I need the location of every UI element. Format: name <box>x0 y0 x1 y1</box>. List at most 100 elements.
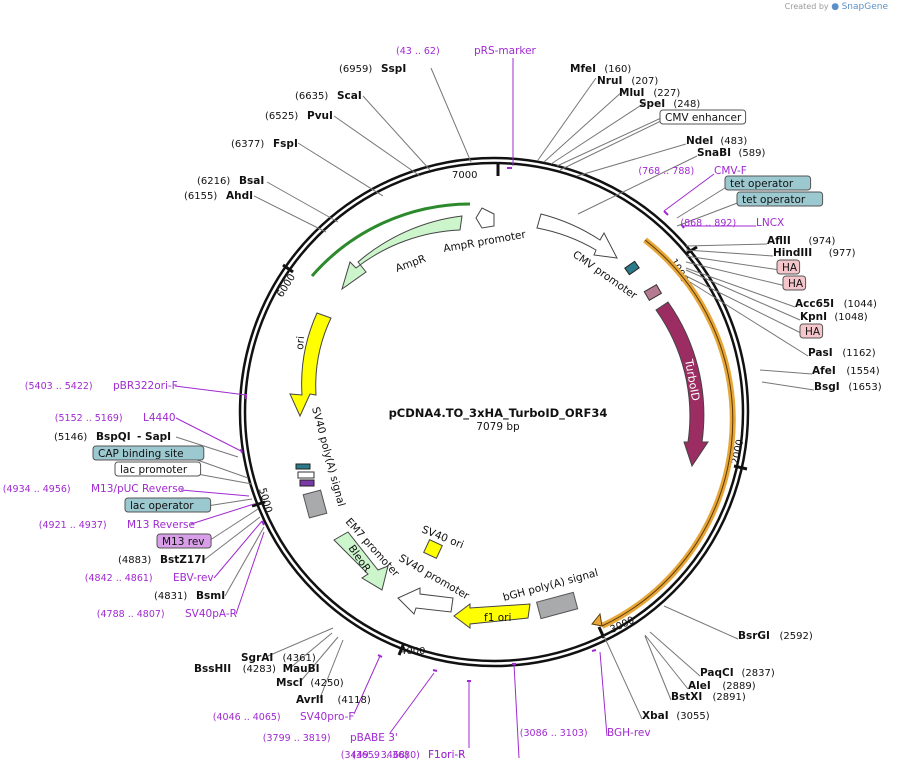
bgh-rev-position: (3086 .. 3103) <box>520 728 588 739</box>
aflii-position: (974) <box>809 236 836 247</box>
scai-position: (6635) <box>295 91 328 102</box>
m13-puc-reverse-label: M13/pUC Reverse <box>91 483 184 495</box>
bgh-polya-block <box>535 591 579 620</box>
aflii-label: AflII <box>767 235 791 247</box>
ebv-rev-position: (4842 .. 4861) <box>85 573 153 584</box>
fspi-label: FspI <box>273 138 298 150</box>
leader-line <box>266 181 339 223</box>
pbabe-3-label: pBABE 3' <box>350 732 398 744</box>
leader-line <box>389 672 435 734</box>
bsshii-position: (4283) <box>243 664 276 675</box>
ha-feature-label-box <box>776 259 801 275</box>
tick-mark <box>397 642 406 656</box>
ha-feature-label: HA <box>805 326 821 338</box>
nrui-label: NruI <box>597 75 622 87</box>
ori-label: ori <box>294 336 307 351</box>
leader-line <box>190 503 255 525</box>
primer-mark <box>240 448 243 454</box>
ha-feature-label: HA <box>782 262 798 274</box>
leader-line <box>513 663 520 759</box>
leader-line <box>289 632 333 669</box>
bsshii-label: BssHII <box>194 663 231 675</box>
ndei-position: (483) <box>720 136 747 147</box>
acc65i-position: (1044) <box>844 299 877 310</box>
orf-ring-arc <box>600 237 736 629</box>
hindiii-position: (977) <box>829 248 856 259</box>
ha-block <box>643 283 663 302</box>
ampr-promoter-arrow <box>475 207 495 229</box>
leader-line <box>543 89 625 163</box>
leader-line <box>253 195 327 233</box>
primer-mark <box>663 210 669 216</box>
sv40pa-r-position: (4788 .. 4807) <box>97 609 165 620</box>
bsrgi-label: BsrGI <box>738 630 770 642</box>
leader-line <box>299 636 339 683</box>
msci-position: (4250) <box>310 678 343 689</box>
afei-label: AfeI <box>812 365 836 377</box>
cap-binding-site-feature-label-box <box>92 445 205 461</box>
leader-line <box>537 77 597 161</box>
lncx-label: LNCX <box>756 217 784 229</box>
bstz17i-position: (4883) <box>118 555 151 566</box>
maubi-label: MauBI <box>283 663 320 675</box>
nrui-position: (207) <box>631 76 658 87</box>
l4440-label: L4440 <box>143 412 176 424</box>
tet-operator-feature-label: tet operator <box>742 194 806 206</box>
paqci-label: PaqCI <box>700 667 734 679</box>
ampr-promoter-label: AmpR promoter <box>442 229 527 255</box>
m13-puc-reverse-position: (4934 .. 4956) <box>3 484 71 495</box>
ha-feature-label: HA <box>788 278 804 290</box>
sspi-label: SspI <box>381 63 406 75</box>
sapi-label: - SapI <box>137 431 171 443</box>
tick-label: 4000 <box>400 646 425 657</box>
f1-ori-arrow <box>453 603 531 629</box>
leader-line <box>267 627 334 657</box>
f1ori-r-label: F1ori-R <box>428 749 465 761</box>
leader-line <box>603 635 643 720</box>
cmv-enhancer-feature-label: CMV enhancer <box>665 112 742 124</box>
pvui-position: (6525) <box>265 111 298 122</box>
brand-created-by: Created by <box>784 2 829 11</box>
leader-line <box>550 101 647 165</box>
pbr322ori-f-position: (5403 .. 5422) <box>25 381 93 392</box>
cap-binding-site-feature-label: CAP binding site <box>98 448 184 460</box>
backbone-inner-circle <box>243 161 745 663</box>
leader-line <box>759 369 813 375</box>
leader-line <box>362 95 431 171</box>
leader-line <box>213 520 263 579</box>
bsmi-position: (4831) <box>154 591 187 602</box>
pasi-position: (1162) <box>842 348 875 359</box>
leader-line <box>175 436 239 458</box>
ha-feature-label-box <box>799 323 824 339</box>
leader-line <box>203 516 261 561</box>
cap-site-block <box>295 463 311 470</box>
lac-promoter-feature-label: lac promoter <box>120 464 188 476</box>
leader-line <box>224 526 265 597</box>
xbai-position: (3055) <box>676 711 709 722</box>
bstxi-position: (2891) <box>713 692 746 703</box>
acc65i-label: Acc65I <box>795 298 834 310</box>
afei-position: (1554) <box>846 366 879 377</box>
cmv-enhancer-feature-label-box <box>659 109 747 125</box>
sv40pro-f-position: (4046 .. 4065) <box>213 712 281 723</box>
ndei-label: NdeI <box>686 135 713 147</box>
leader-line <box>333 115 421 177</box>
ori-arrow <box>289 312 332 418</box>
bstxi-label: BstXI <box>671 691 702 703</box>
outer-labels: (43 .. 62)pRS-markerMfeI(160)NruI(207)Ml… <box>3 45 882 761</box>
leader-line <box>685 269 801 321</box>
bsai-label: BsaI <box>239 175 264 187</box>
alei-label: AleI <box>688 680 711 692</box>
pvui-label: PvuI <box>307 110 333 122</box>
leader-line <box>180 489 250 497</box>
leader-line <box>761 381 815 391</box>
xbai-label: XbaI <box>642 710 669 722</box>
spei-label: SpeI <box>639 98 665 110</box>
bsmi-label: BsmI <box>196 590 225 602</box>
pasi-label: PasI <box>808 347 833 359</box>
leader-line <box>174 385 247 396</box>
bgh-rev-label: BGH-rev <box>607 727 651 739</box>
ebv-rev-label: EBV-rev <box>173 572 214 584</box>
